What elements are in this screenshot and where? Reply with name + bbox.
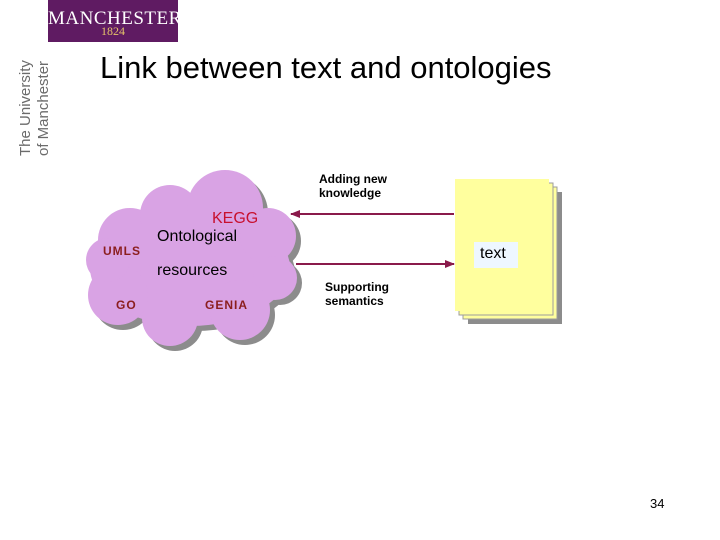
umls-label: UMLS: [103, 244, 141, 258]
go-label: GO: [116, 298, 137, 312]
adding-knowledge-label: Adding new knowledge: [319, 172, 387, 200]
university-line2: of Manchester: [35, 61, 52, 156]
university-logo: MANCHESTER 1824: [48, 0, 182, 42]
document-stack: [455, 179, 562, 324]
adding-knowledge-line2: knowledge: [319, 186, 382, 200]
supporting-semantics-line1: Supporting: [325, 280, 389, 294]
logo-year: 1824: [101, 24, 125, 38]
supporting-semantics-line2: semantics: [325, 294, 384, 308]
university-wordmark: The University of Manchester: [17, 60, 52, 156]
university-line1: The University: [17, 60, 34, 156]
ontological-label: Ontological: [157, 228, 238, 245]
logo-name: MANCHESTER: [48, 8, 182, 29]
genia-label: GENIA: [205, 298, 249, 312]
kegg-label: KEGG: [212, 210, 259, 227]
slide-title: Link between text and ontologies: [100, 50, 552, 85]
supporting-semantics-label: Supporting semantics: [325, 280, 389, 308]
resources-label: resources: [157, 262, 228, 279]
slide-number: 34: [650, 496, 665, 511]
ontology-cloud: [86, 170, 297, 346]
adding-knowledge-line1: Adding new: [319, 172, 387, 186]
document-text-label: text: [480, 245, 506, 262]
